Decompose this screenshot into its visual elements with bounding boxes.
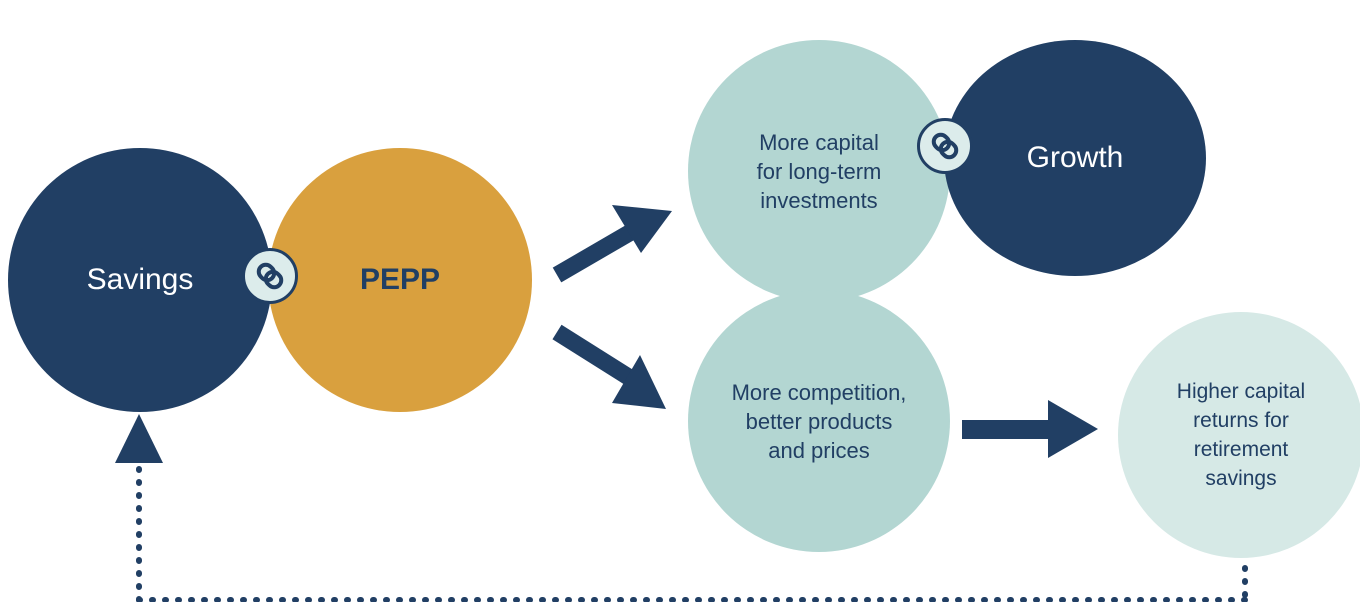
competition-text: More competition, better products and pr…	[732, 378, 907, 465]
capital-text: More capital for long-term investments	[757, 128, 882, 215]
feedback-arrowhead	[115, 414, 163, 463]
returns-text: Higher capital returns for retirement sa…	[1177, 377, 1305, 493]
link-icon	[917, 118, 973, 174]
capital-node: More capital for long-term investments	[688, 40, 950, 302]
savings-node: Savings	[8, 148, 272, 412]
arrow-to-competition	[552, 324, 666, 409]
pepp-label: PEPP	[359, 263, 441, 296]
returns-line: Higher capital	[1176, 380, 1306, 403]
competition-line: better products	[745, 408, 893, 434]
returns-node: Higher capital returns for retirement sa…	[1118, 312, 1360, 558]
returns-line: savings	[1205, 467, 1277, 490]
arrow-to-returns	[962, 400, 1098, 458]
returns-line: retirement	[1193, 438, 1289, 461]
competition-line: and prices	[768, 437, 870, 463]
returns-line: returns for	[1193, 409, 1289, 432]
arrow-to-capital	[552, 205, 672, 283]
competition-line: More competition,	[731, 379, 907, 405]
capital-line: investments	[760, 187, 878, 213]
pepp-node: PEPP	[268, 148, 532, 412]
competition-node: More competition, better products and pr…	[688, 290, 950, 552]
growth-label: Growth	[1026, 141, 1124, 174]
savings-label: Savings	[86, 263, 194, 296]
capital-line: for long-term	[756, 158, 882, 184]
link-icon	[242, 248, 298, 304]
capital-line: More capital	[759, 129, 879, 155]
growth-node: Growth	[944, 40, 1206, 276]
